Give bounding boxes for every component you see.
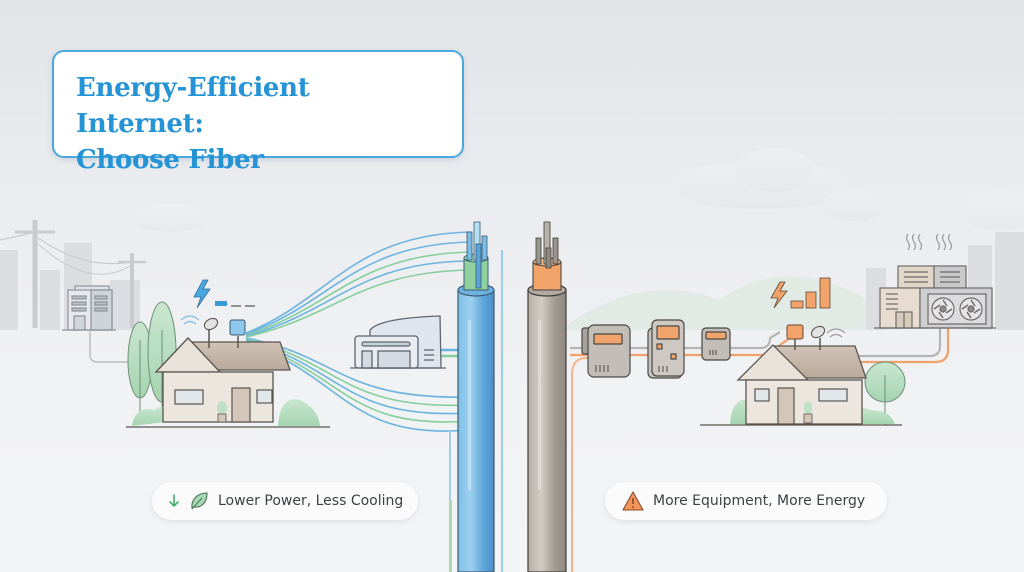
lightning-low-power-icon [193, 279, 255, 309]
fiber-benefit-callout: Lower Power, Less Cooling [152, 482, 418, 520]
network-equipment-1 [581, 324, 631, 378]
lightning-high-power-icon [770, 277, 831, 309]
copper-drawback-callout: More Equipment, More Energy [605, 482, 887, 520]
copper-drawback-label: More Equipment, More Energy [653, 493, 866, 509]
network-equipment-2 [647, 319, 685, 379]
warning-triangle-icon [621, 490, 645, 512]
title-card: Energy-Efficient Internet: Choose Fiber [52, 50, 464, 175]
fiber-optic-cable [457, 221, 495, 572]
hills [560, 276, 900, 330]
leaf-icon [188, 490, 210, 512]
central-office-building-icon [350, 315, 446, 369]
clouds [130, 148, 1024, 232]
right-house [700, 324, 906, 426]
network-equipment-3 [701, 327, 731, 361]
office-building-icon [62, 285, 116, 331]
wifi-icon-right [826, 328, 846, 338]
heat-waves-icon [905, 233, 953, 251]
left-house [126, 301, 330, 428]
title-line-1: Energy-Efficient Internet: [76, 73, 310, 139]
power-poles [0, 220, 146, 328]
arrow-down-icon [168, 493, 180, 509]
wifi-icon [180, 315, 200, 325]
fiber-benefit-label: Lower Power, Less Cooling [218, 493, 404, 509]
page-title: Energy-Efficient Internet: Choose Fiber [76, 70, 440, 178]
title-line-2: Choose Fiber [76, 145, 264, 175]
fiber-strands [245, 231, 504, 572]
cooling-data-center-icon [874, 265, 996, 329]
copper-cable [527, 221, 567, 572]
